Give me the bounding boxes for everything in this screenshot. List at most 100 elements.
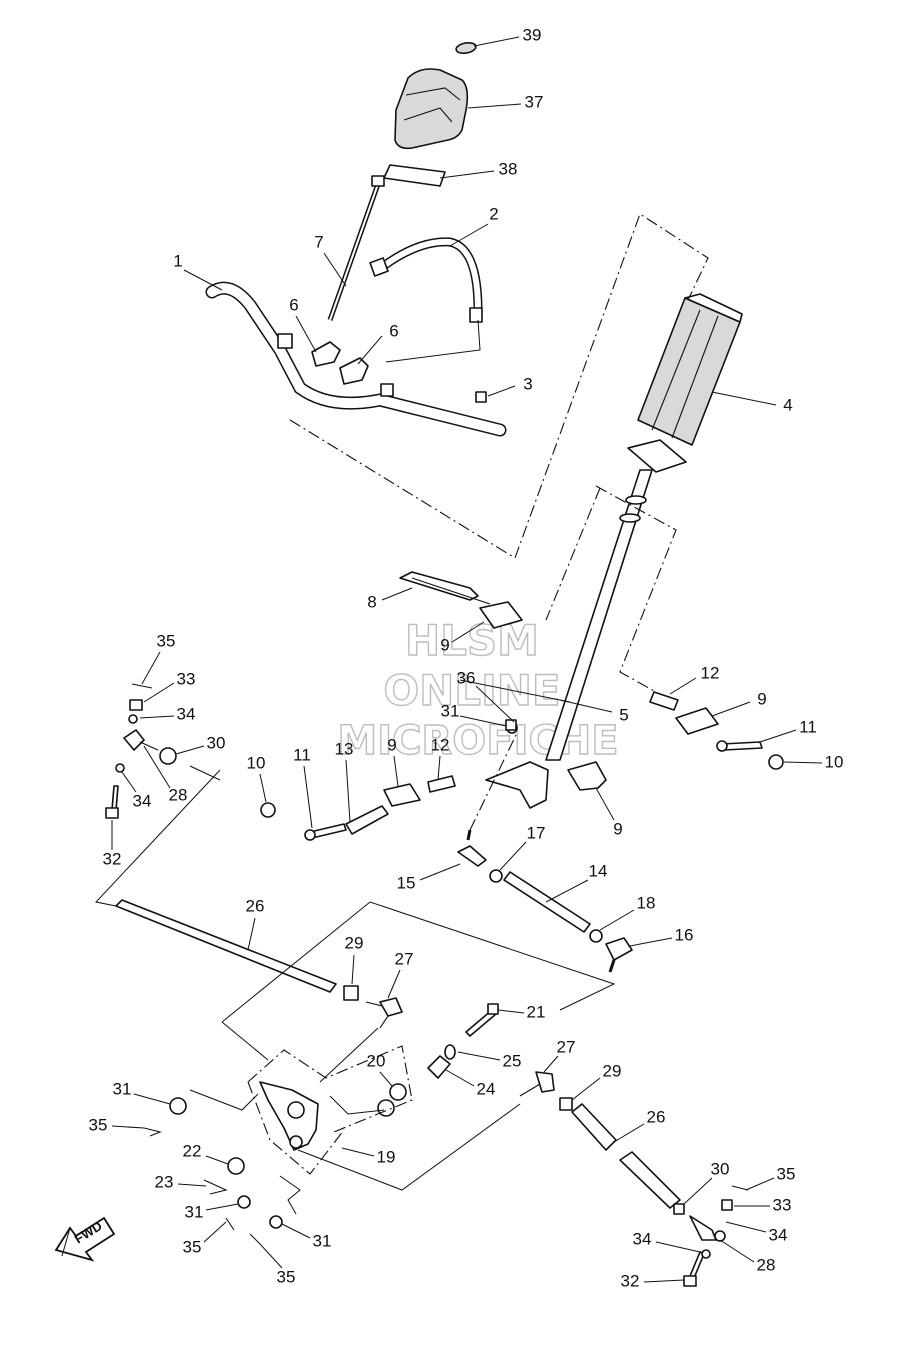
callout-37: 37 [467,92,543,111]
callout-9: 9 [595,787,623,838]
callout-number: 18 [637,893,656,912]
callout-leader-line [655,1241,701,1253]
part-nut-33-left [129,699,143,711]
callout-leader-line [595,787,615,821]
callout-number: 38 [499,159,518,178]
callout-leader-line [205,1155,229,1165]
callout-33: 33 [734,1195,791,1214]
callout-leader-line [205,1203,239,1211]
callout-10: 10 [247,753,267,803]
callout-35: 35 [745,1164,795,1191]
callout-34: 34 [121,771,151,810]
callout-leader-line [387,969,401,999]
part-bracket [399,571,491,605]
callout-leader-line [177,1183,207,1187]
part-rod-end-27 [365,997,403,1029]
part-washer-34-left-lower [115,763,125,773]
part-small-bolt [475,391,487,403]
part-nut-right [768,754,784,770]
callout-leader-line [439,170,495,179]
callout-leader-line [141,651,161,685]
part-rod-end-27-right [519,1071,555,1097]
callout-31: 31 [185,1202,239,1221]
callout-leader-line [121,771,137,793]
part-shaft-right [716,740,763,752]
callout-number: 23 [155,1172,174,1191]
callout-number: 15 [397,873,416,892]
part-rod-end-28-left [123,729,159,751]
callout-22: 22 [183,1141,229,1165]
part-cotter-pin-35c [249,1233,261,1245]
callout-number: 6 [289,295,298,314]
callout-leader-line [449,223,489,247]
callout-number: 31 [441,701,460,720]
callout-number: 10 [825,752,844,771]
callout-leader-line [183,269,223,291]
callout-8: 8 [367,587,413,611]
part-washer-34-left-upper [128,714,138,724]
callout-27: 27 [387,949,414,999]
part-nut-30-right [673,1203,685,1215]
callout-number: 34 [177,704,196,723]
callout-23: 23 [155,1172,207,1191]
callout-leader-line [281,1223,311,1239]
part-nut-31-upper [505,719,517,731]
callout-number: 39 [523,25,542,44]
callout-leader-line [259,1243,283,1269]
callout-leader-line [393,755,399,787]
callout-34: 34 [633,1229,701,1253]
callout-number: 26 [647,1107,666,1126]
callout-leader-line [711,701,751,717]
callout-leader-line [473,36,520,47]
callout-12: 12 [669,663,720,695]
callout-number: 31 [113,1079,132,1098]
callout-leader-line [247,917,256,951]
callout-leader-line [357,335,383,365]
watermark: HLSM ONLINE MICROFICHE [337,615,620,764]
callout-number: 16 [675,925,694,944]
callout-leader-line [457,1051,501,1061]
callout-number: 10 [247,753,266,772]
callout-25: 25 [457,1051,521,1070]
callout-number: 14 [589,861,608,880]
part-cotter-pin-35-left [131,683,153,689]
callout-leader-line [783,761,823,764]
part-nut-31-bottom [269,1215,283,1229]
part-bolt-32-right [683,1251,705,1287]
callout-13: 13 [335,739,353,823]
callout-27: 27 [543,1037,575,1073]
part-long-rod-26 [115,899,337,993]
callout-35: 35 [141,631,175,685]
callout-number: 12 [701,663,720,682]
part-joint-left [383,783,421,807]
part-nut-left [260,802,276,818]
callout-30: 30 [175,733,225,755]
part-pin-23 [203,1179,228,1195]
callout-leader-line [543,1055,559,1073]
callout-6: 6 [289,295,317,353]
callout-9: 9 [711,689,767,717]
callout-leader-line [445,1069,475,1087]
watermark-line-3: MICROFICHE [337,718,618,764]
part-joint-upper [479,601,523,629]
callout-number: 33 [773,1195,792,1214]
callout-number: 11 [799,717,817,736]
callout-number: 24 [477,1079,496,1098]
callout-number: 2 [489,204,498,223]
callout-35: 35 [183,1221,227,1256]
callout-number: 29 [345,933,364,952]
callout-28: 28 [143,745,187,804]
callout-leader-line [545,879,589,903]
callout-number: 27 [395,949,414,968]
callout-number: 28 [757,1255,776,1274]
callout-number: 4 [783,395,792,414]
callout-number: 31 [185,1202,204,1221]
callout-7: 7 [314,232,347,287]
callout-number: 35 [89,1115,108,1134]
part-collar-right [649,691,679,711]
part-cable [369,237,483,323]
callout-4: 4 [711,391,793,414]
callout-leader-line [487,385,516,397]
part-collar-left [427,775,456,793]
callout-21: 21 [497,1002,545,1021]
